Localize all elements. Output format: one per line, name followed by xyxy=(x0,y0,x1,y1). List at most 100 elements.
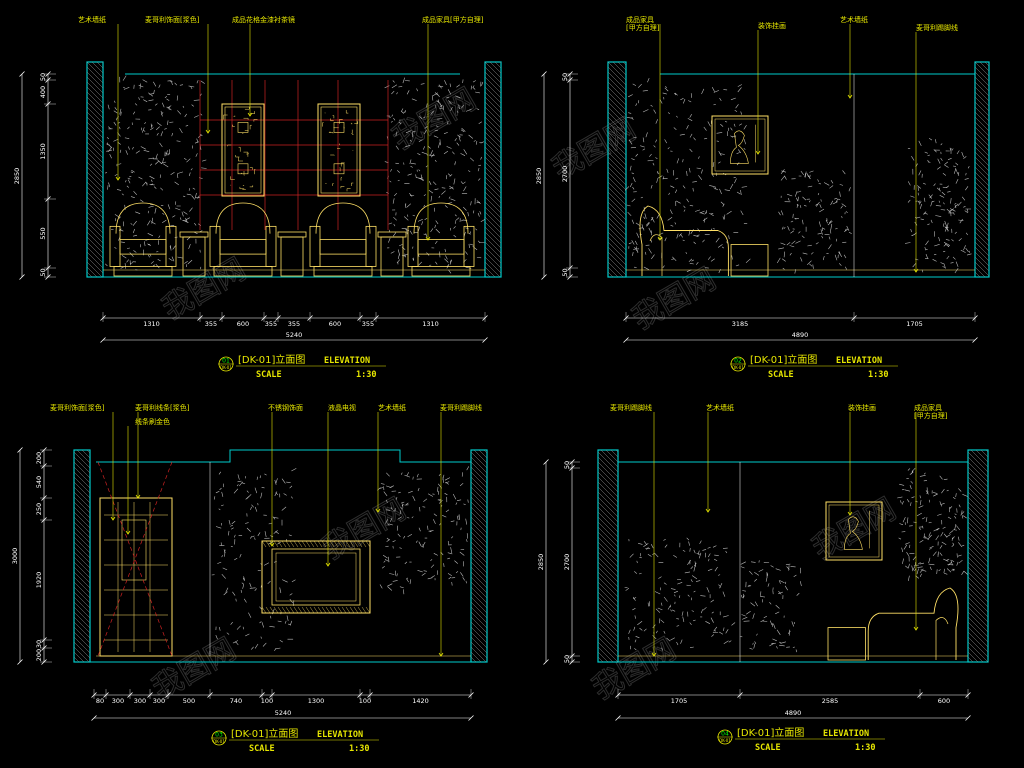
dimension-value: 200 xyxy=(35,649,43,661)
watermark-text: 我图网 xyxy=(627,262,722,337)
annotation-label: 成品花格金漆衬茶镜 xyxy=(232,15,295,24)
lattice-medallion xyxy=(333,122,345,133)
annotation-label: 液晶电视 xyxy=(328,403,356,412)
chair-arm-left xyxy=(109,225,121,267)
annotation-label: 不锈钢饰面 xyxy=(268,403,303,412)
annotation-label: 麦哥利线条[浆色] xyxy=(135,403,190,412)
drawing-title-en: ELEVATION xyxy=(836,356,882,366)
elevation-panel-02: 成品家具[甲方自理]装饰挂画艺术墙纸麦哥利踢脚线5027005028503185… xyxy=(535,15,990,380)
chair-back xyxy=(215,202,271,234)
lattice-screen xyxy=(317,103,361,197)
dimension-value: 250 xyxy=(35,503,43,515)
dimension-tick xyxy=(100,337,106,343)
chair-base xyxy=(313,266,373,277)
dimension-value: 50 xyxy=(39,268,47,276)
annotation-skirting: 麦哥利踢脚线 xyxy=(438,403,482,657)
leader-arrow xyxy=(125,530,131,535)
wallpaper-pattern-right xyxy=(384,77,486,274)
annotation-furniture: 成品家具[甲方自理] xyxy=(913,403,948,631)
overall-height: 2850 xyxy=(535,168,543,185)
recliner-sofa xyxy=(827,587,959,661)
overall-width: 5240 xyxy=(286,331,303,339)
leader-arrow xyxy=(135,494,141,499)
annotation-veneer: 麦哥利饰面[浆色] xyxy=(145,15,211,134)
wall-hatch xyxy=(974,61,990,278)
painting-mat xyxy=(714,118,766,172)
watermark-layer: 我图网我图网我图网我图网我图网我图网我图网我图网 xyxy=(146,81,902,707)
left-wall-section xyxy=(86,61,104,278)
armchair-4 xyxy=(407,202,475,277)
annotation-gold-line: 线条刷金色 xyxy=(125,417,170,535)
lattice-medallion xyxy=(333,163,345,175)
drawing-number: 02 xyxy=(734,358,742,365)
drawing-title: [DK-01]立面图 xyxy=(737,726,804,739)
dimension-value: 355 xyxy=(288,320,300,328)
dimension-value: 3185 xyxy=(732,320,749,328)
wall-outline xyxy=(974,61,990,278)
leader-arrow xyxy=(657,236,663,241)
wallpaper-strokes xyxy=(776,169,852,274)
wallpaper-pattern-right xyxy=(905,138,972,274)
dimension-tick xyxy=(17,447,23,453)
chair-seat xyxy=(219,239,267,255)
watermark-text: 我图网 xyxy=(807,492,902,567)
wallpaper-pattern-left xyxy=(624,537,736,651)
annotation-label: 成品家具[甲方自理] xyxy=(914,403,948,420)
leader-arrow xyxy=(705,508,711,513)
scale-value: 1:30 xyxy=(349,744,369,754)
wallpaper-strokes xyxy=(624,537,736,651)
annotation-art-wallpaper: 艺术墙纸 xyxy=(705,403,734,513)
lcd-screen xyxy=(275,552,357,602)
annotation-moulding: 麦哥利线条[浆色] xyxy=(135,403,190,499)
dimension-value: 355 xyxy=(205,320,217,328)
annotation-label: 装饰挂画 xyxy=(848,403,876,412)
elevation-panel-03: 麦哥利饰面[浆色]麦哥利线条[浆色]线条刷金色不锈钢饰面液晶电视艺术墙纸麦哥利踢… xyxy=(11,403,488,754)
dimension-tick xyxy=(468,715,474,721)
annotation-label: 麦哥利踢脚线 xyxy=(916,23,958,32)
watermark-text: 我图网 xyxy=(387,82,482,157)
annotation-label: 麦哥利饰面[浆色] xyxy=(145,15,200,24)
dimension-value: 300 xyxy=(134,697,146,705)
leader-arrow xyxy=(115,176,121,181)
drawing-sheet: DK-01 xyxy=(732,365,744,370)
wall-hatch xyxy=(86,61,104,278)
annotation-skirting: 麦哥利踢脚线 xyxy=(913,23,958,273)
dimension-value: 355 xyxy=(362,320,374,328)
wallpaper-strokes xyxy=(104,75,207,271)
tv-wall-frame xyxy=(261,540,371,614)
wallpaper-pattern-mid xyxy=(739,560,802,653)
wallpaper-pattern-left xyxy=(104,75,207,271)
dimension-tick xyxy=(615,715,621,721)
dimension-value: 200 xyxy=(35,452,43,464)
dimension-value: 50 xyxy=(561,73,569,81)
watermark-text: 我图网 xyxy=(157,252,252,327)
annotation-art-wallpaper: 艺术墙纸 xyxy=(375,403,406,513)
overall-width: 4890 xyxy=(785,709,802,717)
wallpaper-strokes xyxy=(739,560,802,653)
dimension-tick xyxy=(543,659,549,665)
right-wall-section xyxy=(974,61,990,278)
dimension-value: 500 xyxy=(183,697,195,705)
dimension-tick xyxy=(965,715,971,721)
chair-arm-left xyxy=(407,225,419,267)
armchair-1 xyxy=(109,202,177,277)
chair-back xyxy=(413,202,469,234)
recliner-footstool xyxy=(827,627,866,661)
right-wall-section xyxy=(967,449,989,663)
annotation-tv: 液晶电视 xyxy=(325,403,356,567)
display-cabinet xyxy=(97,461,173,657)
annotation-label: 装饰挂画 xyxy=(758,21,786,30)
dimension-value: 100 xyxy=(261,697,273,705)
recliner-footstool xyxy=(730,244,769,277)
wall-outline xyxy=(607,61,627,278)
wall-hatch xyxy=(470,449,488,663)
drawing-title-en: ELEVATION xyxy=(324,356,370,366)
chair-arm-right xyxy=(365,225,377,267)
dimension-tick xyxy=(91,715,97,721)
drawing-sheet: DK-01 xyxy=(220,365,232,370)
lattice-medallion xyxy=(237,163,249,175)
